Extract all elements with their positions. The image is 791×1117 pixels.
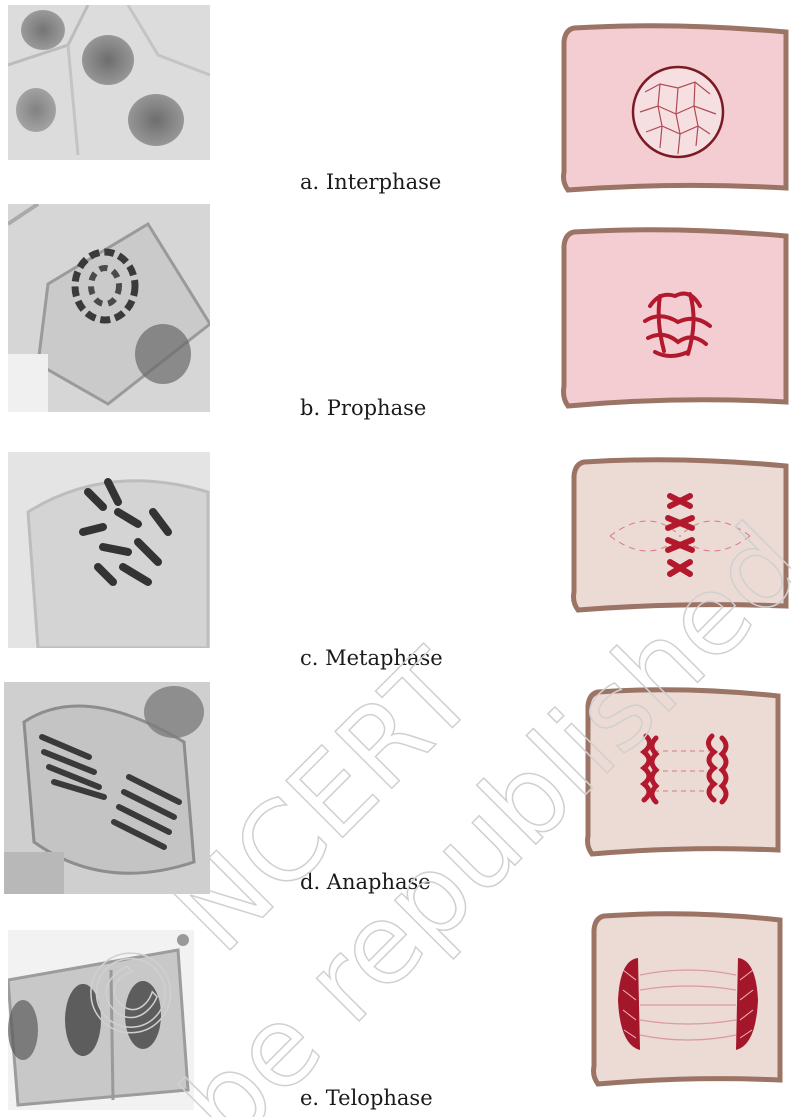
phase-label-interphase: a. Interphase — [300, 170, 441, 194]
phase-label-metaphase: c. Metaphase — [300, 646, 443, 670]
telophase-micrograph — [8, 930, 194, 1110]
interphase-micrograph — [8, 5, 210, 160]
interphase-drawing — [560, 22, 791, 194]
prophase-drawing — [560, 226, 791, 410]
phase-label-telophase: e. Telophase — [300, 1086, 433, 1110]
telophase-drawing — [590, 910, 786, 1090]
phase-label-anaphase: d. Anaphase — [300, 870, 431, 894]
phase-label-prophase: b. Prophase — [300, 396, 426, 420]
prophase-micrograph — [8, 204, 210, 412]
anaphase-drawing — [584, 686, 784, 860]
anaphase-micrograph — [4, 682, 210, 894]
metaphase-drawing — [570, 456, 791, 616]
metaphase-micrograph — [8, 452, 210, 648]
